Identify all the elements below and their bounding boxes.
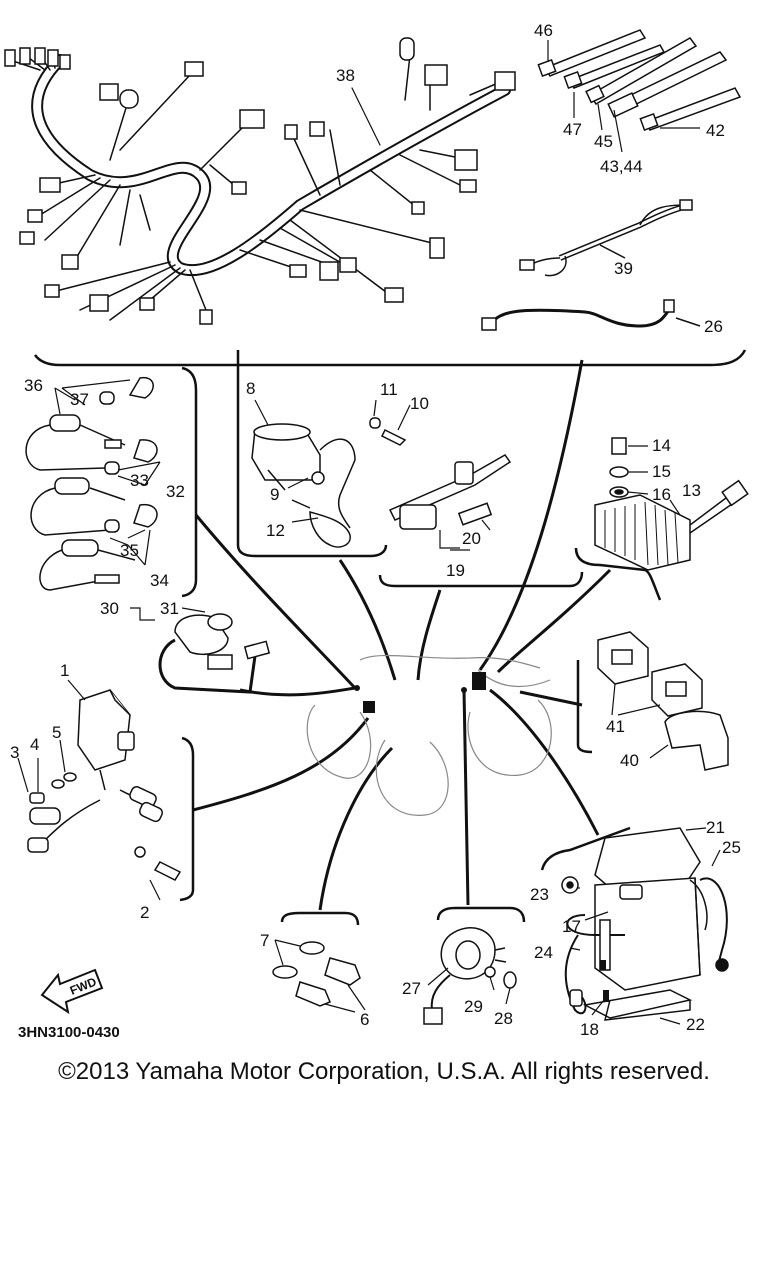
callout-46: 46 — [534, 21, 553, 40]
group-brackets — [33, 349, 747, 926]
callout-15: 15 — [652, 462, 671, 481]
callout-21: 21 — [706, 818, 725, 837]
callout-20: 20 — [462, 529, 481, 548]
relay-19-drawing — [388, 454, 512, 551]
callout-31: 31 — [160, 599, 179, 618]
callout-33: 33 — [130, 471, 149, 490]
wiring-parts-diagram: FWD 46 47 45 43,44 42 38 39 26 36 37 33 … — [4, 21, 749, 1041]
callout-14: 14 — [652, 436, 671, 455]
callout-39: 39 — [614, 259, 633, 278]
callout-17: 17 — [562, 917, 581, 936]
callout-28: 28 — [494, 1009, 513, 1028]
callout-22: 22 — [686, 1015, 705, 1034]
starter-relay-drawing — [130, 607, 271, 694]
copyright-notice: ©2013 Yamaha Motor Corporation, U.S.A. A… — [58, 1058, 710, 1085]
neutral-switch-drawing — [423, 927, 517, 1025]
callout-13: 13 — [682, 481, 701, 500]
callout-38: 38 — [336, 66, 355, 85]
part-callouts: 46 47 45 43,44 42 38 39 26 36 37 33 32 3… — [10, 21, 741, 1041]
callout-34: 34 — [150, 571, 169, 590]
callout-11: 11 — [380, 380, 398, 399]
callout-25: 25 — [722, 838, 741, 857]
callout-19: 19 — [446, 561, 465, 580]
callout-24: 24 — [534, 943, 553, 962]
sensors-drawing — [272, 939, 366, 1013]
callout-7: 7 — [260, 931, 269, 950]
callout-8: 8 — [246, 379, 255, 398]
callout-43-44: 43,44 — [600, 157, 643, 176]
callout-9: 9 — [270, 485, 279, 504]
drawing-code: 3HN3100-0430 — [18, 1024, 120, 1041]
wire-harness-drawing — [4, 37, 516, 325]
callout-26: 26 — [704, 317, 723, 336]
callout-5: 5 — [52, 723, 61, 742]
callout-10: 10 — [410, 394, 429, 413]
callout-12: 12 — [266, 521, 285, 540]
callout-4: 4 — [30, 735, 39, 754]
callout-6: 6 — [360, 1010, 369, 1029]
callout-37: 37 — [70, 390, 89, 409]
callout-29: 29 — [464, 997, 483, 1016]
cable-ties-drawing — [537, 29, 742, 153]
callout-40: 40 — [620, 751, 639, 770]
battery-drawing — [561, 827, 729, 1025]
callout-27: 27 — [402, 979, 421, 998]
callout-2: 2 — [140, 903, 149, 922]
chassis-outline — [306, 654, 552, 816]
callout-1: 1 — [60, 661, 69, 680]
callout-41: 41 — [606, 717, 625, 736]
callout-45: 45 — [594, 132, 613, 151]
switch-leads-drawing — [25, 376, 161, 591]
sub-lead-drawing — [481, 199, 701, 331]
callout-18: 18 — [580, 1020, 599, 1039]
chassis-mount-markers — [354, 672, 486, 713]
callout-42: 42 — [706, 121, 725, 140]
callout-16: 16 — [652, 485, 671, 504]
leader-lines — [192, 359, 612, 911]
callout-35: 35 — [120, 541, 139, 560]
callout-30: 30 — [100, 599, 119, 618]
rectifier-drawing — [594, 437, 749, 571]
forward-arrow-icon: FWD — [40, 968, 104, 1015]
callout-23: 23 — [530, 885, 549, 904]
cdi-unit-drawing — [17, 679, 182, 901]
callout-36: 36 — [24, 376, 43, 395]
callout-47: 47 — [563, 120, 582, 139]
callout-32: 32 — [166, 482, 185, 501]
coupler-covers-drawing — [597, 631, 729, 771]
callout-3: 3 — [10, 743, 19, 762]
ignition-coil-drawing — [251, 399, 411, 548]
